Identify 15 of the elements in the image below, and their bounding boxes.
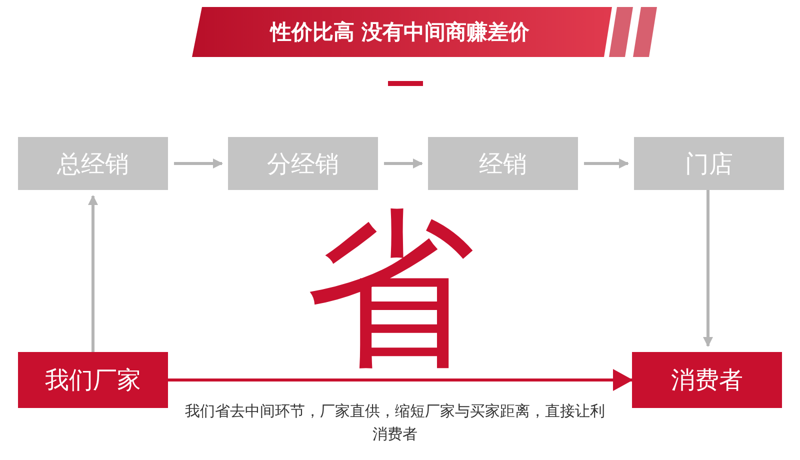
arrow <box>174 158 223 168</box>
big-character: 省 <box>304 200 476 380</box>
process-box: 门店 <box>634 137 784 190</box>
description-text: 我们省去中间环节，厂家直供，缩短厂家与买家距离，直接让利消费者 <box>185 401 605 445</box>
highlight-box: 我们厂家 <box>18 352 168 408</box>
highlight-box: 消费者 <box>632 352 782 408</box>
process-box: 经销 <box>428 137 578 190</box>
arrow <box>703 190 713 347</box>
arrow <box>168 369 633 391</box>
arrow <box>584 158 629 168</box>
process-box: 分经销 <box>228 137 378 190</box>
arrow <box>384 158 423 168</box>
title: 性价比高 没有中间商赚差价 <box>268 19 531 46</box>
process-box: 总经销 <box>18 137 168 190</box>
arrow <box>88 195 98 352</box>
